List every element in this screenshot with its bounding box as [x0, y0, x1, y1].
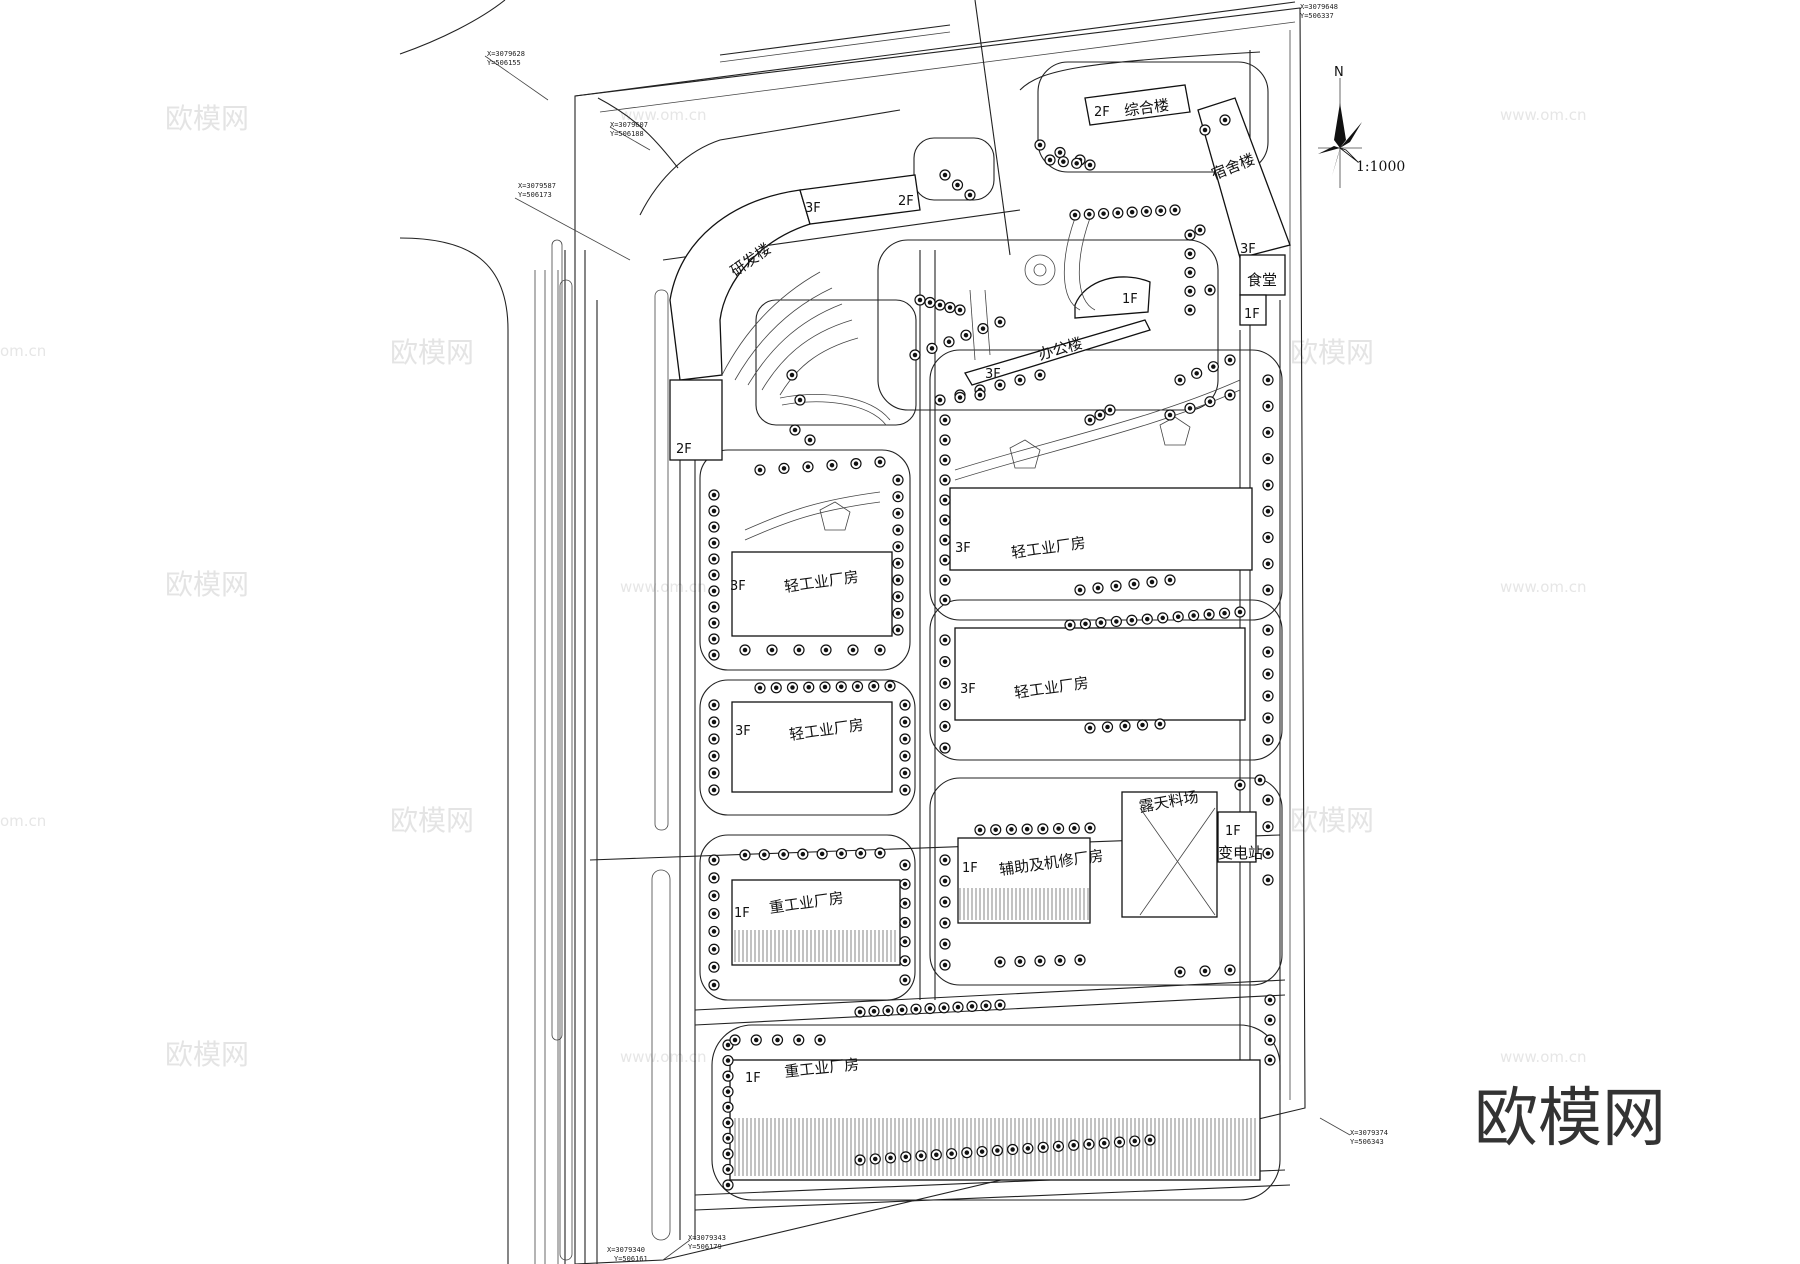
floor-dorm: 3F	[1240, 242, 1256, 257]
building-light2	[731, 701, 893, 793]
watermark-text: 欧模网	[390, 336, 474, 369]
pavilion-icon	[1159, 416, 1191, 446]
building-heavy1	[731, 879, 901, 966]
watermark-url: www.om.cn	[620, 1048, 707, 1066]
building-storage	[1121, 791, 1218, 918]
building-dorm	[1197, 97, 1291, 259]
scale-label: 1:1000	[1356, 159, 1405, 175]
north-arrow-icon: N	[1318, 65, 1362, 188]
building-rnd-south	[669, 379, 723, 461]
watermark-url: www.om.cn	[620, 106, 707, 124]
pavilion-icon	[819, 501, 851, 531]
floor-rnd-south: 2F	[676, 442, 692, 457]
floor-light4: 3F	[960, 682, 976, 697]
watermark-url: www.om.cn	[1500, 1048, 1587, 1066]
label-canteen: 食堂	[1247, 271, 1277, 289]
floor-canteen: 1F	[1244, 307, 1260, 322]
floor-substation: 1F	[1225, 824, 1241, 839]
tree-layer	[708, 114, 1276, 1191]
watermark-text: 欧模网	[1290, 804, 1374, 837]
coord-x: X=3079607	[610, 121, 648, 129]
roof-hatching	[734, 888, 1256, 1176]
watermark-layer: 欧模网 欧模网 欧模网 欧模网 欧模网 欧模网 欧模网 www.om.cn ww…	[0, 102, 1587, 1071]
coord-y: Y=506337	[1300, 12, 1334, 20]
watermark-text: 欧模网	[165, 1038, 249, 1071]
coord-y: Y=506188	[610, 130, 644, 138]
building-light4	[954, 627, 1246, 721]
building-composite	[1084, 84, 1191, 126]
watermark-text: 欧模网	[165, 568, 249, 601]
buildings	[669, 84, 1291, 1181]
parcels	[699, 61, 1283, 1201]
building-rnd	[669, 189, 811, 381]
fountain-icon	[1024, 254, 1056, 286]
floor-composite: 2F	[1094, 105, 1110, 120]
building-light3	[949, 487, 1253, 571]
coord-y: Y=506179	[688, 1243, 722, 1251]
floor-light2: 3F	[735, 724, 751, 739]
watermark-text: 欧模网	[1290, 336, 1374, 369]
floor-heavy1: 1F	[734, 906, 750, 921]
coord-y: Y=506343	[1350, 1138, 1384, 1146]
floor-heavy2: 1F	[745, 1071, 761, 1086]
building-light1	[731, 551, 893, 637]
coord-y: Y=506161	[614, 1255, 648, 1263]
floor-rnd: 3F	[805, 201, 821, 216]
watermark-url: www.om.cn	[1500, 578, 1587, 596]
building-office	[964, 319, 1151, 386]
pavilion-icon	[1009, 439, 1041, 469]
coord-x: X=3079648	[1300, 3, 1338, 11]
coord-x: X=3079343	[688, 1234, 726, 1242]
coordinate-markers: X=3079628 Y=506155 X=3079607 Y=506188 X=…	[484, 3, 1388, 1263]
watermark-url: om.cn	[0, 812, 46, 830]
floor-office-hall: 1F	[1122, 292, 1138, 307]
label-substation: 变电站	[1218, 844, 1263, 862]
coord-y: Y=506155	[487, 59, 521, 67]
watermark-text: 欧模网	[165, 102, 249, 135]
floor-light3: 3F	[955, 541, 971, 556]
floor-rnd-wing: 2F	[898, 194, 914, 209]
landscape-features	[744, 217, 1241, 541]
building-rnd-wing	[799, 174, 921, 225]
building-substation	[1217, 811, 1257, 863]
coord-x: X=3079587	[518, 182, 556, 190]
svg-text:N: N	[1334, 65, 1344, 80]
floor-light1: 3F	[730, 579, 746, 594]
brand-watermark: 欧模网	[1474, 1082, 1666, 1156]
coord-x: X=3079628	[487, 50, 525, 58]
building-labels: 研发楼 3F 2F 2F 综合楼 2F 宿舍楼 3F 食堂 1F 1F 办公楼 …	[676, 96, 1277, 1086]
watermark-url: www.om.cn	[1500, 106, 1587, 124]
watermark-text: 欧模网	[390, 804, 474, 837]
coord-x: X=3079340	[607, 1246, 645, 1254]
floor-repair: 1F	[962, 861, 978, 876]
watermark-url: www.om.cn	[620, 578, 707, 596]
building-office-hall	[1074, 276, 1151, 319]
floor-office: 3F	[985, 367, 1001, 382]
building-canteen-annex	[1239, 294, 1267, 326]
road-lines	[399, 0, 1296, 1264]
watermark-url: om.cn	[0, 342, 46, 360]
label-office: 办公楼	[1036, 334, 1084, 364]
coord-y: Y=506173	[518, 191, 552, 199]
coord-x: X=3079374	[1350, 1129, 1388, 1137]
